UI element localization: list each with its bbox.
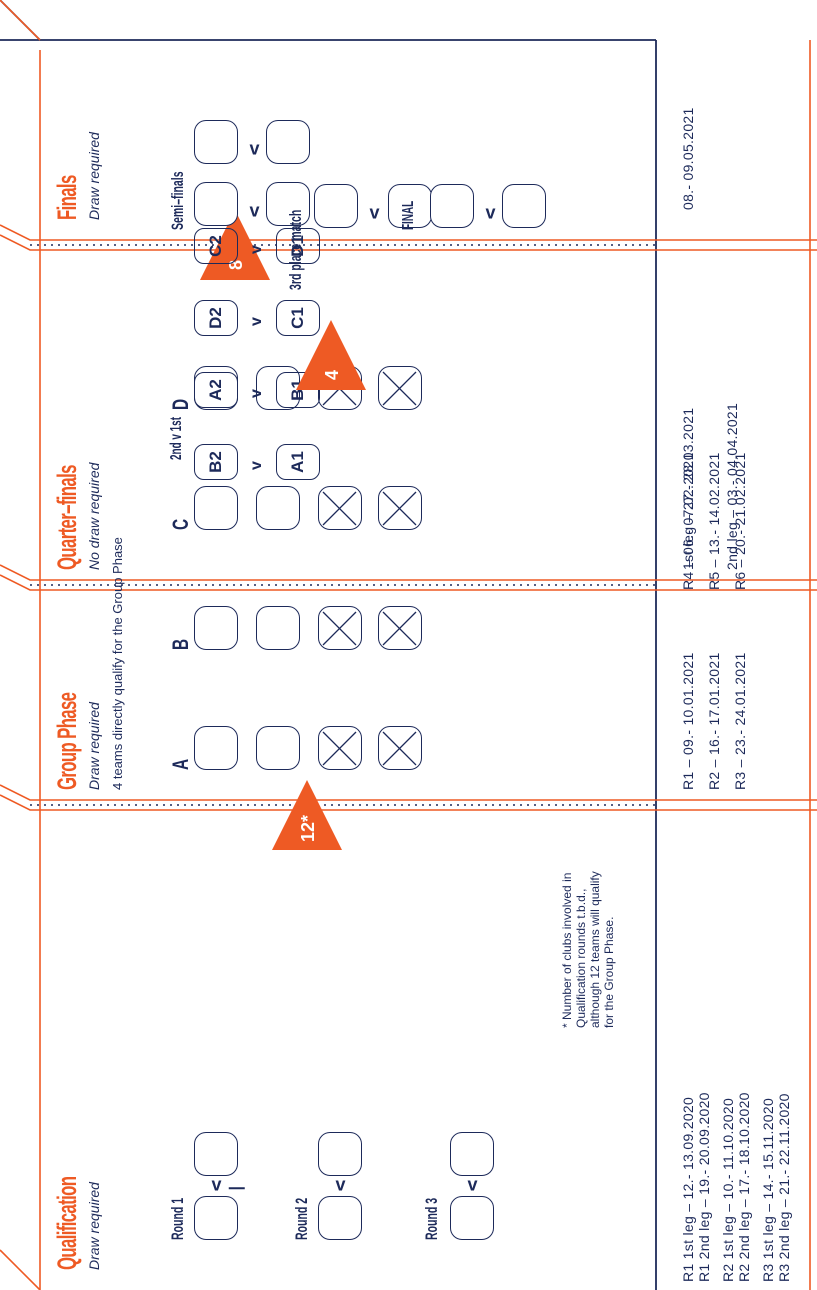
date-line: R3 2nd leg – 21.- 22.11.2020	[776, 1093, 792, 1282]
group-slot	[194, 486, 238, 530]
group-phase-title: Group Phase	[52, 692, 82, 790]
cross-icon	[322, 611, 357, 646]
qualification-teams-triangle	[272, 780, 342, 850]
group-slot-crossed	[378, 486, 422, 530]
round-1-versus: v	[211, 1174, 222, 1195]
cross-icon	[382, 611, 417, 646]
date-line: R2 1st leg – 10.- 11.10.2020	[720, 1097, 736, 1282]
semi-2-home-slot	[194, 120, 238, 164]
qualification-dates: R1 1st leg – 12.- 13.09.2020 R1 2nd leg …	[680, 1092, 792, 1282]
cross-icon	[382, 491, 417, 526]
group-slot	[194, 726, 238, 770]
cross-icon	[322, 491, 357, 526]
qualification-title: Qualification	[52, 1176, 82, 1270]
group-slot-crossed	[378, 366, 422, 410]
finals-versus: v	[249, 200, 260, 221]
date-line: R3 – 23.- 24.01.2021	[732, 652, 748, 790]
group-slot-crossed	[318, 486, 362, 530]
quarter-finals-subtitle: No draw required	[86, 462, 102, 570]
finals-versus: v	[369, 202, 380, 223]
group-slot	[256, 606, 300, 650]
qf-home-tag: C2	[194, 228, 238, 264]
quarter-finals-title: Quarter–finals	[52, 465, 82, 570]
footnote-line: although 12 teams will qualify	[588, 871, 602, 1028]
qf-home-tag: B2	[194, 444, 238, 480]
group-phase-dates-col1: R1 – 09.- 10.01.2021 R2 – 16.- 17.01.202…	[680, 652, 748, 790]
finals-title: Finals	[52, 175, 82, 220]
round-3-away-slot	[450, 1132, 494, 1176]
qualification-footnote: * Number of clubs involved in Qualificat…	[560, 871, 616, 1028]
third-place-label: 3rd place match	[286, 209, 305, 290]
group-slot-crossed	[378, 726, 422, 770]
footnote-line: Qualification rounds t.b.d.,	[574, 888, 588, 1028]
date-line: R1 1st leg – 12.- 13.09.2020	[680, 1096, 696, 1282]
group-c-label: C	[168, 518, 193, 530]
group-phase-note: 4 teams directly qualify for the Group P…	[110, 537, 125, 790]
qf-versus: v	[248, 461, 265, 470]
round-3-versus: v	[467, 1174, 478, 1195]
qf-versus: v	[248, 317, 265, 326]
qf-away-tag: A1	[276, 444, 320, 480]
round-1-home-slot	[194, 1196, 238, 1240]
round-3-home-slot	[450, 1196, 494, 1240]
cross-icon	[382, 371, 417, 406]
finals-versus: v	[249, 138, 260, 159]
qualification-teams-badge: 12*	[298, 814, 318, 842]
quarter-finals-teams-triangle	[296, 320, 366, 390]
footnote-line: * Number of clubs involved in	[560, 872, 574, 1028]
cross-icon	[382, 731, 417, 766]
finals-dates: 08.- 09.05.2021	[680, 107, 696, 210]
semi-2-away-slot	[266, 120, 310, 164]
group-slot-crossed	[318, 726, 362, 770]
quarter-finals-dates: 1st leg – 27.- 28.03.2021 2nd leg – 03.-…	[680, 403, 740, 570]
group-a-label: A	[168, 758, 193, 770]
date-line: R3 1st leg – 14.- 15.11.2020	[760, 1097, 776, 1282]
date-line: 2nd leg – 03.- 04.04.2021	[724, 402, 740, 570]
date-line: 1st leg – 27.- 28.03.2021	[680, 407, 696, 570]
group-b-label: B	[168, 638, 193, 650]
footnote-line: for the Group Phase.	[602, 916, 616, 1028]
round-2-versus: v	[335, 1174, 346, 1195]
round-2-label: Round 2	[292, 1197, 311, 1240]
qf-home-tag: D2	[194, 300, 238, 336]
round-2-home-slot	[318, 1196, 362, 1240]
qf-home-tag: A2	[194, 372, 238, 408]
round-1-underline	[228, 1187, 245, 1189]
round-1-label: Round 1	[168, 1197, 187, 1240]
date-line: R2 – 16.- 17.01.2021	[706, 652, 722, 790]
date-line: R2 2nd leg – 17.- 18.10.2020	[736, 1092, 752, 1282]
group-d-label: D	[168, 398, 193, 410]
qualification-subtitle: Draw required	[86, 1182, 102, 1270]
group-slot	[256, 726, 300, 770]
date-line: R1 2nd leg – 19.- 20.09.2020	[696, 1092, 712, 1282]
semi-finals-label: Semi–finals	[168, 171, 187, 230]
quarter-finals-teams-badge: 4	[322, 369, 342, 380]
third-home-slot	[314, 184, 358, 228]
cross-icon	[322, 731, 357, 766]
group-slot	[256, 486, 300, 530]
group-slot-crossed	[378, 606, 422, 650]
finals-versus: v	[485, 202, 496, 223]
round-3-label: Round 3	[422, 1197, 441, 1240]
quarter-finals-header: 2nd v 1st	[168, 416, 185, 460]
group-slot	[194, 606, 238, 650]
final-label: FINAL	[400, 200, 417, 230]
group-phase-subtitle: Draw required	[86, 702, 102, 790]
final-home-slot	[430, 184, 474, 228]
round-2-away-slot	[318, 1132, 362, 1176]
group-slot-crossed	[318, 606, 362, 650]
group-phase-teams-triangle	[200, 210, 270, 280]
finals-subtitle: Draw required	[86, 132, 102, 220]
qf-versus: v	[248, 389, 265, 398]
qf-versus: v	[248, 245, 265, 254]
round-1-away-slot	[194, 1132, 238, 1176]
date-line: R1 – 09.- 10.01.2021	[680, 652, 696, 790]
final-away-slot	[502, 184, 546, 228]
semi-1-home-slot	[194, 182, 238, 226]
